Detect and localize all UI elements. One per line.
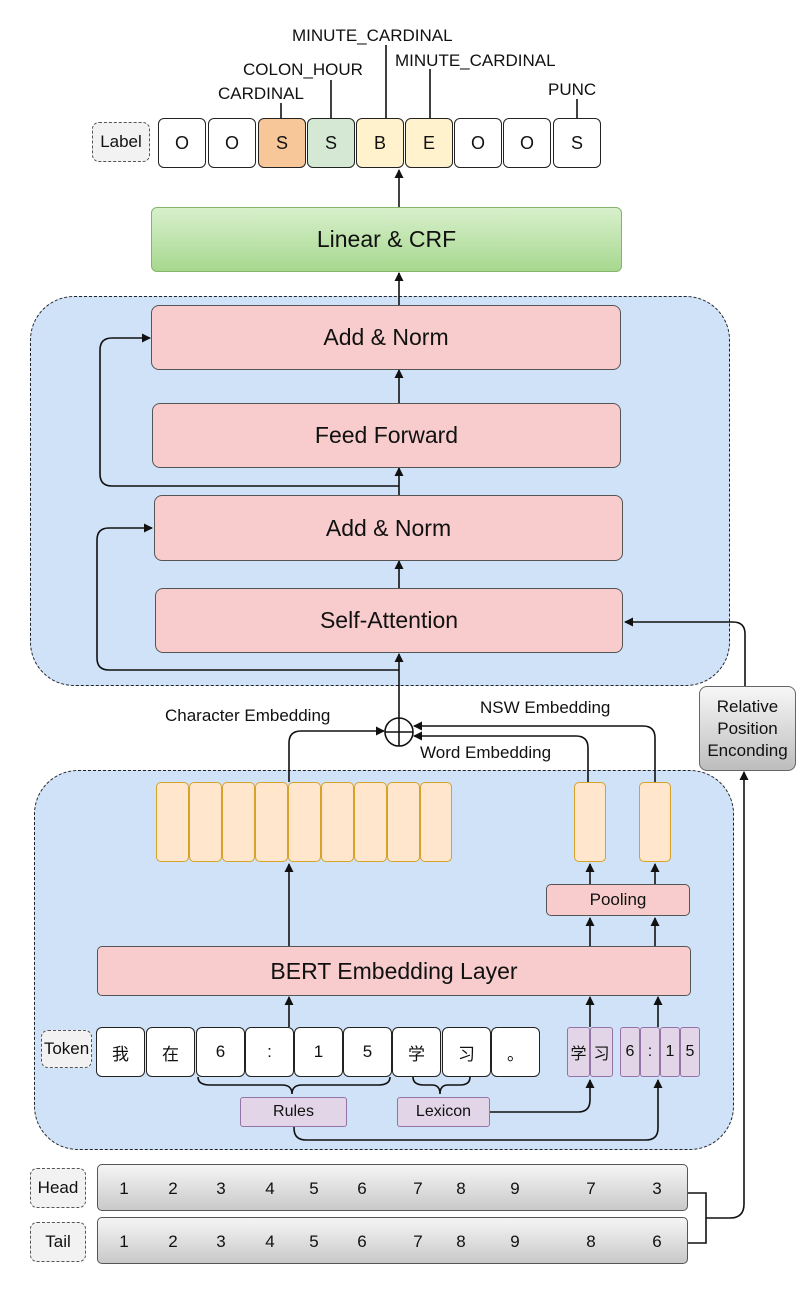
- annotation-minute-cardinal-1: MINUTE_CARDINAL: [292, 26, 453, 45]
- nsw-token-cell: 1: [660, 1027, 680, 1077]
- nsw-embedding-label: NSW Embedding: [480, 698, 611, 717]
- head-value: 5: [309, 1179, 319, 1198]
- character-embedding-vector: [354, 782, 387, 862]
- character-embedding-vector: [222, 782, 255, 862]
- tail-value: 4: [265, 1232, 275, 1251]
- tail-value: 7: [413, 1232, 423, 1251]
- token-cell: 我: [96, 1027, 145, 1077]
- word-embedding-vector: [574, 782, 606, 862]
- tail-value: 2: [168, 1232, 178, 1251]
- add-norm-top-block: Add & Norm: [151, 305, 621, 370]
- self-attention-block: Self-Attention: [155, 588, 623, 653]
- label-cell: O: [158, 118, 206, 168]
- label-cell: S: [553, 118, 601, 168]
- character-embedding-vector: [387, 782, 420, 862]
- tail-sequence-bar: 1 2 3 4 5 6 7 8 9 8 6: [97, 1217, 688, 1264]
- head-value: 9: [510, 1179, 520, 1198]
- character-embedding-vector: [189, 782, 222, 862]
- head-value: 3: [652, 1179, 662, 1198]
- tail-value: 9: [510, 1232, 520, 1251]
- head-value: 8: [456, 1179, 466, 1198]
- pooling-block: Pooling: [546, 884, 690, 916]
- character-embedding-vector: [255, 782, 288, 862]
- head-value: 6: [357, 1179, 367, 1198]
- token-cell: 习: [442, 1027, 491, 1077]
- rules-box: Rules: [240, 1097, 347, 1127]
- tail-value: 3: [216, 1232, 226, 1251]
- token-tag: Token: [41, 1030, 92, 1068]
- annotation-punc: PUNC: [548, 80, 597, 99]
- annotation-minute-cardinal-2: MINUTE_CARDINAL: [395, 51, 556, 70]
- label-cell: O: [454, 118, 502, 168]
- character-embedding-vector: [288, 782, 321, 862]
- annotation-cardinal: CARDINAL: [218, 84, 304, 103]
- head-value: 1: [119, 1179, 129, 1198]
- word-embedding-label: Word Embedding: [420, 743, 552, 762]
- character-embedding-vector: [420, 782, 452, 862]
- token-cell: 1: [294, 1027, 343, 1077]
- head-value: 3: [216, 1179, 226, 1198]
- nsw-token-cell: 5: [680, 1027, 700, 1077]
- character-embedding-vector: [156, 782, 189, 862]
- rpe-line-2: Position: [717, 718, 778, 738]
- token-cell: 学: [392, 1027, 441, 1077]
- tail-value: 1: [119, 1232, 129, 1251]
- tail-value: 5: [309, 1232, 319, 1251]
- label-cell: S: [307, 118, 355, 168]
- lexicon-box: Lexicon: [397, 1097, 490, 1127]
- bert-embedding-layer-block: BERT Embedding Layer: [97, 946, 691, 996]
- head-tag: Head: [30, 1168, 86, 1208]
- label-cell: S: [258, 118, 306, 168]
- word-token-cell: 习: [590, 1027, 613, 1077]
- annotation-colon-hour: COLON_HOUR: [243, 60, 363, 79]
- label-tag: Label: [92, 122, 150, 162]
- nsw-token-cell: :: [640, 1027, 660, 1077]
- tail-tag: Tail: [30, 1222, 86, 1262]
- label-cell: B: [356, 118, 404, 168]
- linear-crf-block: Linear & CRF: [151, 207, 622, 272]
- rpe-line-1: Relative: [716, 696, 779, 716]
- tail-value: 6: [357, 1232, 367, 1251]
- nsw-token-cell: 6: [620, 1027, 640, 1077]
- head-value: 7: [586, 1179, 596, 1198]
- character-embedding-vector: [321, 782, 354, 862]
- tail-value: 6: [652, 1232, 662, 1251]
- token-cell: 6: [196, 1027, 245, 1077]
- nsw-embedding-vector: [639, 782, 671, 862]
- tail-value: 8: [586, 1232, 596, 1251]
- token-cell: 5: [343, 1027, 392, 1077]
- token-cell: :: [245, 1027, 294, 1077]
- head-value: 4: [265, 1179, 275, 1198]
- label-cell: E: [405, 118, 453, 168]
- word-token-cell: 学: [567, 1027, 590, 1077]
- token-cell: 。: [491, 1027, 540, 1077]
- relative-position-encoding-block: Relative Position Enconding: [699, 686, 796, 771]
- feed-forward-block: Feed Forward: [152, 403, 621, 468]
- label-cell: O: [503, 118, 551, 168]
- head-sequence-bar: 1 2 3 4 5 6 7 8 9 7 3: [97, 1164, 688, 1211]
- tail-value: 8: [456, 1232, 466, 1251]
- label-cell: O: [208, 118, 256, 168]
- head-value: 7: [413, 1179, 423, 1198]
- head-value: 2: [168, 1179, 178, 1198]
- add-norm-bottom-block: Add & Norm: [154, 495, 623, 561]
- character-embedding-label: Character Embedding: [165, 706, 331, 725]
- token-cell: 在: [146, 1027, 195, 1077]
- rpe-line-3: Enconding: [707, 740, 788, 760]
